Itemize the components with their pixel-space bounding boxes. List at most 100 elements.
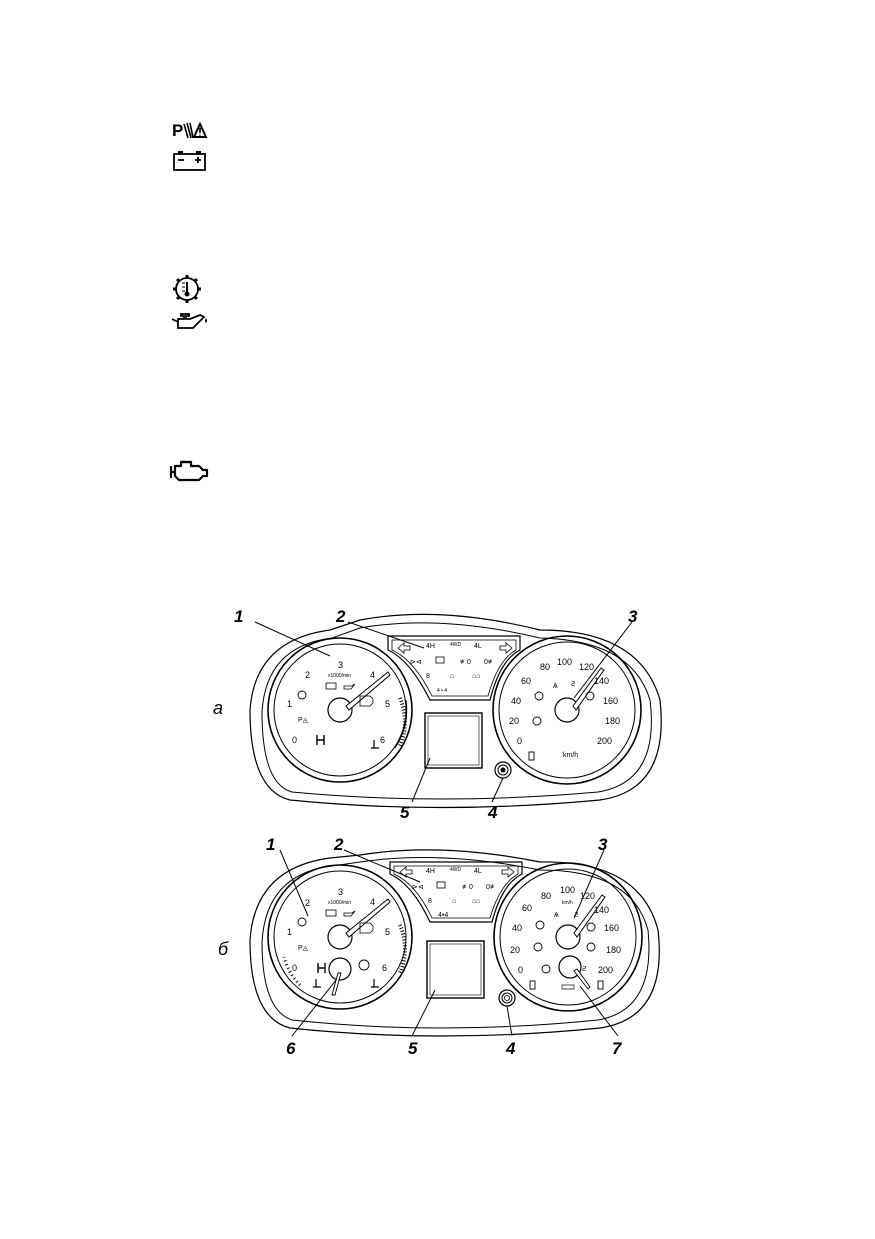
speed-limiter-icon [358, 959, 370, 971]
speedo-a-tick-160: 160 [603, 696, 618, 706]
oil-pressure-warning-icon [171, 313, 207, 329]
diff-lock-icon [317, 963, 326, 973]
cluster-a: 0 1 2 3 4 5 6 x1000/min P◬ 4H 4WD 4L [213, 607, 662, 822]
engine-check-icon [359, 922, 374, 934]
tacho-a-tick-2: 2 [305, 670, 310, 680]
abs-icon [534, 691, 544, 701]
brake-system-icon [586, 922, 596, 932]
callout-a-3: 3 [628, 607, 638, 626]
fuel-icon [528, 751, 535, 761]
speedo-b-tick-140: 140 [594, 905, 609, 915]
tacho-a-unit: x1000/min [328, 673, 351, 679]
tacho-a-tick-4: 4 [370, 670, 375, 680]
parking-brake-icon: P◬ [298, 717, 309, 724]
speedometer-b: 0 20 40 60 80 100 120 140 160 180 200 km… [493, 862, 643, 1012]
door-open-icon: ⌂ [452, 898, 456, 905]
tacho-b-tick-6: 6 [382, 963, 387, 973]
callout-b-5: 5 [408, 1039, 418, 1058]
speedo-b-tick-60: 60 [522, 903, 532, 913]
callout-leaders-b [279, 849, 619, 1037]
speedo-b-tick-200: 200 [598, 965, 613, 975]
variant-b-label: б [218, 939, 229, 959]
low-beam-icon [435, 656, 445, 664]
turn-right-icon [501, 866, 515, 878]
speedo-b-tick-100: 100 [560, 885, 575, 895]
indicator-4x4-a: 4 • 4 [437, 688, 447, 694]
trip-reset-knob-a [494, 761, 512, 779]
battery-icon [325, 682, 337, 690]
parking-brake-icon: P◬ [298, 945, 309, 952]
indicator-4l: 4L [474, 643, 482, 650]
callout-b-4: 4 [505, 1039, 516, 1058]
speedometer-a-needle [572, 667, 605, 711]
brake-warning-icon [532, 716, 542, 726]
speedo-a-tick-180: 180 [605, 716, 620, 726]
oil-can-icon [343, 683, 356, 690]
glow-plug-icon: 8 [428, 898, 432, 905]
speedo-b-tick-80: 80 [541, 891, 551, 901]
turn-left-icon [397, 642, 411, 654]
tacho-b-tick-4: 4 [370, 897, 375, 907]
cluster-b-inner-housing [261, 857, 650, 1029]
callout-b-2: 2 [333, 835, 344, 854]
side-lights-icon: ⊳⊲ [412, 884, 424, 891]
indicator-4x4-b: 4•4 [438, 912, 448, 919]
lcd-display-b [426, 940, 485, 999]
gearbox-temp-icon [297, 917, 307, 927]
indicator-4h: 4H [426, 643, 435, 650]
coolant-temp-icon [313, 979, 321, 988]
coolant-temp-icon [371, 740, 379, 749]
indicator-4l: 4L [474, 868, 482, 875]
callout-a-2: 2 [335, 607, 346, 626]
speedometer-a: 0 20 40 60 80 100 120 140 160 180 200 km… [492, 635, 642, 785]
transmission-overheat-icon [173, 275, 201, 303]
tachometer-a-needle [345, 671, 391, 711]
indicator-4h: 4H [426, 868, 435, 875]
odometer-window [561, 984, 575, 990]
cluster-b: 0 1 2 3 4 5 6 x1000/min P◬ [218, 835, 660, 1058]
gearbox-temp-icon [297, 690, 307, 700]
tacho-a-tick-1: 1 [287, 699, 292, 709]
front-fog-icon: ≢0 [460, 659, 471, 666]
speedo-b-tick-120: 120 [580, 891, 595, 901]
speedo-a-tick-20: 20 [509, 716, 519, 726]
brake-warning-icon [533, 942, 543, 952]
diff-lock-icon [316, 735, 325, 745]
speedo-a-unit: km/h [563, 752, 578, 759]
callout-a-5: 5 [400, 803, 410, 822]
trailer-icon: ⌂⌂ [472, 673, 480, 680]
speedo-a-tick-100: 100 [557, 657, 572, 667]
cluster-b-outer-housing [249, 849, 660, 1037]
seatbelt-icon: Ꙅ [574, 912, 578, 919]
stability-icon: Ꙅ [582, 966, 586, 973]
tachometer-a: 0 1 2 3 4 5 6 x1000/min P◬ [267, 637, 413, 783]
glow-plug-icon: 8 [426, 673, 430, 680]
door-open-icon: ⌂ [450, 673, 454, 680]
tacho-b-tick-5: 5 [385, 927, 390, 937]
speedo-a-tick-60: 60 [521, 676, 531, 686]
parking-brake-warning-icon: P [172, 121, 208, 140]
speedometer-b-hub [555, 924, 581, 950]
svg-text:P: P [172, 121, 183, 140]
turn-left-icon [399, 866, 413, 878]
tacho-b-tick-3: 3 [338, 887, 343, 897]
fuel-icon [529, 980, 536, 990]
callout-b-7: 7 [612, 1039, 623, 1058]
callout-b-3: 3 [598, 835, 608, 854]
tachometer-b-needle [345, 898, 391, 938]
callout-b-6: 6 [286, 1039, 296, 1058]
speedo-a-tick-140: 140 [594, 676, 609, 686]
tacho-a-tick-0: 0 [292, 735, 297, 745]
indicator-panel-a: 4H 4WD 4L ⊳⊲ ≢0 0≢ 8 ⌂ ⌂⌂ 4 • 4 [387, 635, 521, 701]
callout-a-1: 1 [234, 607, 243, 626]
speedo-a-tick-120: 120 [579, 662, 594, 672]
speedo-b-tick-0: 0 [518, 965, 523, 975]
speedo-a-tick-0: 0 [517, 736, 522, 746]
trip-reset-knob-b [498, 989, 516, 1007]
speedometer-a-hub [554, 697, 580, 723]
tachometer-b: 0 1 2 3 4 5 6 x1000/min P◬ [267, 864, 413, 1010]
callout-leaders-a [254, 621, 633, 803]
rear-fog-icon: 0≢ [484, 659, 495, 666]
tacho-b-tick-0: 0 [292, 963, 297, 973]
